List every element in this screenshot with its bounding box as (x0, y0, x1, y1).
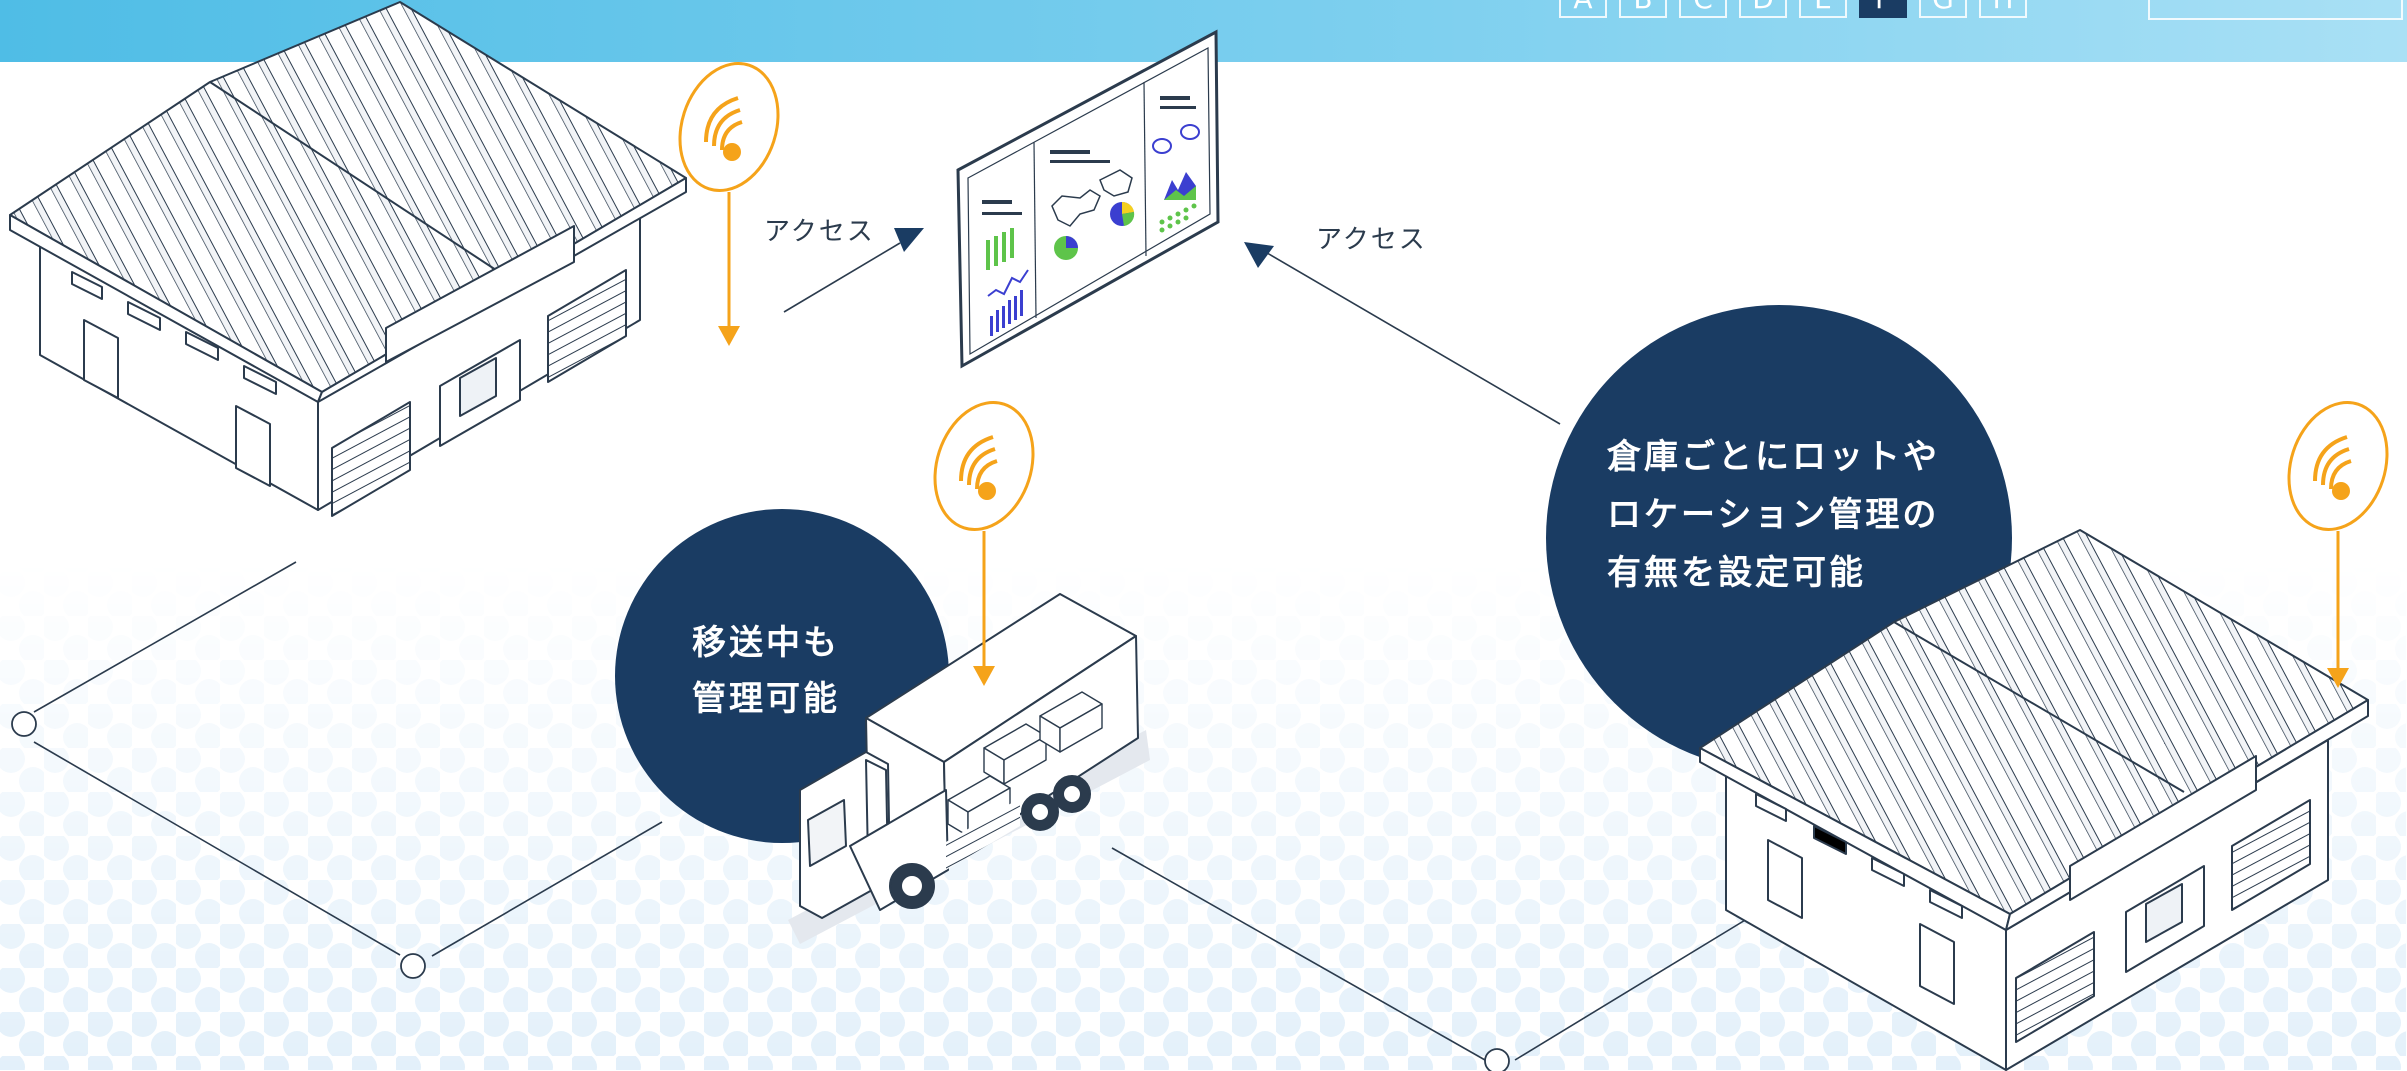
header-corner-button[interactable] (2148, 0, 2403, 20)
network-node (1484, 1048, 1510, 1071)
arrow-head-icon (1244, 242, 1274, 268)
step-tab-a[interactable]: A (1559, 0, 1607, 18)
step-tab-c[interactable]: C (1679, 0, 1727, 18)
warehouse-illustration (1699, 529, 2369, 1071)
wireless-signal-icon (2287, 400, 2389, 688)
network-node (400, 953, 426, 979)
access-label-right: アクセス (1316, 225, 1427, 255)
step-navigation: A B C D E F G H (1559, 0, 2027, 18)
wireless-signal-icon (678, 61, 780, 346)
transit-bubble-line-1: 移送中も (692, 623, 840, 663)
step-tab-e[interactable]: E (1799, 0, 1847, 18)
network-node (11, 711, 37, 737)
truck-illustration (788, 593, 1150, 944)
transit-bubble-line-2: 管理可能 (692, 679, 840, 719)
warehouse-bubble-line-2: ロケーション管理の (1607, 495, 1939, 535)
wireless-signal-icon (933, 400, 1035, 686)
warehouse-bubble-line-3: 有無を設定可能 (1607, 553, 1866, 593)
step-tab-d[interactable]: D (1739, 0, 1787, 18)
step-tab-b[interactable]: B (1619, 0, 1667, 18)
warehouse-bubble-line-1: 倉庫ごとにロットや (1606, 437, 1940, 477)
step-tab-g[interactable]: G (1919, 0, 1967, 18)
arrow-head-icon (894, 228, 924, 252)
dashboard-monitor-illustration (956, 29, 1220, 369)
step-tab-h[interactable]: H (1979, 0, 2027, 18)
warehouse-illustration (9, 1, 687, 517)
access-label-left: アクセス (764, 217, 875, 247)
network-lines (33, 242, 1766, 1061)
step-tab-f[interactable]: F (1859, 0, 1907, 18)
